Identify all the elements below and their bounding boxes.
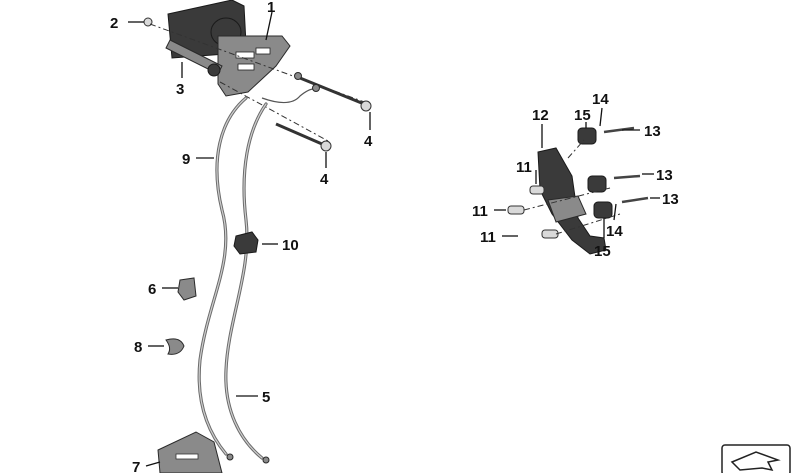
leader-14a (599, 107, 603, 127)
callout-6: 6 (148, 281, 156, 298)
cable-right-core (225, 103, 267, 459)
pivot-assembly (507, 126, 649, 255)
callout-13b: 13 (656, 167, 673, 184)
callout-15a: 15 (574, 107, 591, 124)
pin-lower (541, 229, 559, 239)
callout-11b: 11 (472, 203, 488, 220)
wire-loop (261, 88, 319, 104)
pivot-alignment-3 (567, 139, 585, 159)
callout-11a: 11 (516, 159, 532, 176)
shaft-end (207, 63, 221, 77)
callout-labels: 1 2 3 4 4 5 6 7 8 9 10 11 11 11 12 13 13… (110, 0, 679, 473)
long-bolt-upper-head (360, 100, 372, 112)
bushing-upper (577, 127, 597, 145)
wire-connector (294, 72, 302, 80)
cable-end-right (262, 456, 270, 464)
cover-slot (175, 453, 199, 460)
pivot-alignment-1 (523, 187, 611, 211)
callout-14b: 14 (606, 223, 623, 240)
alignment-line-upper (149, 23, 371, 105)
callout-10: 10 (282, 237, 299, 254)
bushing-lower (593, 201, 613, 219)
cable-cover-7 (157, 431, 223, 473)
callout-3: 3 (176, 81, 184, 98)
bowden-cables (197, 96, 270, 464)
callout-11c: 11 (480, 229, 496, 246)
actuator-assembly (143, 0, 372, 152)
cable-left-core (198, 97, 247, 455)
callout-5: 5 (262, 389, 270, 406)
cable-left (197, 96, 248, 456)
orientation-arrow-icon (721, 444, 791, 473)
long-bolt-upper (299, 76, 365, 106)
bushing-middle (587, 175, 607, 193)
callout-7: 7 (132, 459, 140, 473)
bracket-slot-3 (255, 47, 271, 55)
callout-14a: 14 (592, 91, 609, 108)
callout-9: 9 (182, 151, 190, 168)
leader-14b (613, 203, 617, 221)
callout-12: 12 (532, 107, 549, 124)
callout-13a: 13 (644, 123, 661, 140)
pin-middle (507, 205, 525, 215)
bracket-slot-1 (235, 51, 255, 59)
wire-connector-2 (312, 84, 320, 92)
cable-holder-10 (233, 231, 259, 255)
pivot-alignment-2 (555, 213, 621, 235)
callout-13c: 13 (662, 191, 679, 208)
screw-lower (621, 196, 649, 204)
pin-upper (529, 185, 545, 195)
cable-clip-6 (177, 277, 197, 301)
leader-lines (128, 11, 660, 467)
leader-7 (145, 461, 161, 467)
callout-4a: 4 (364, 133, 373, 150)
screw-middle (613, 174, 641, 180)
callout-15b: 15 (594, 243, 611, 260)
leader-1 (265, 11, 273, 41)
cable-end-left (226, 453, 234, 461)
callout-4b: 4 (320, 171, 329, 188)
pivot-bracket-face (547, 195, 587, 223)
screw-upper (603, 126, 635, 134)
callout-1: 1 (267, 0, 275, 16)
callout-2: 2 (110, 15, 118, 32)
callout-8: 8 (134, 339, 142, 356)
bracket-slot-2 (237, 63, 255, 71)
cable-clip-8 (165, 338, 185, 355)
long-bolt-lower (275, 122, 323, 146)
long-bolt-lower-head (320, 140, 332, 152)
